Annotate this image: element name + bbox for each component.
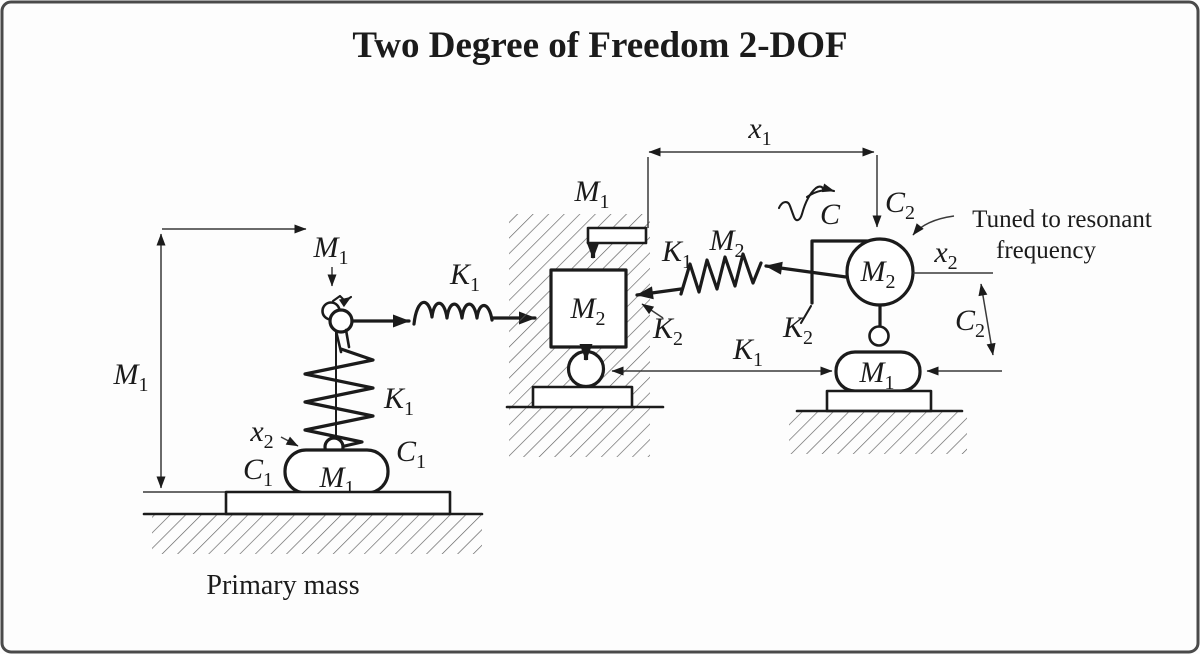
right-assembly: M2 M1 x2 C2 Tuned to resonant frequency [789,206,1152,454]
leader-k2-box [641,303,664,319]
label-m2-circle: M2 [860,255,896,293]
ground-hatch-right [789,412,967,454]
note-leader [912,215,955,236]
label-m1-pill-right: M1 [859,356,895,394]
diagonal-line-box [635,286,683,300]
pivot-link-b [344,328,351,349]
label-x2-right: x2 [933,236,957,274]
diagonal-spring-group: K1 M2 K2 [635,224,874,349]
label-m2-diagonal: M2 [709,224,745,262]
label-m1-top: M1 [313,231,349,269]
leader-k2-bracket [799,304,813,325]
label-c2-right: C2 [955,304,985,342]
c2-dim-line [978,283,996,356]
note-line2: frequency [996,237,1096,264]
diagonal-line-circle [764,261,848,279]
label-k1-horizontal: K1 [449,258,480,296]
base-plate-left [224,490,452,516]
mass-m2-box [549,268,628,349]
label-x1: x1 [747,112,771,150]
horizontal-spring-k1 [412,300,494,326]
label-m1-height-dim: M1 [113,358,149,396]
x1-dimension: x1 C2 [648,112,915,228]
label-c-vector: C [820,198,841,231]
label-m1-pill-left: M1 [319,461,355,499]
label-k2-bracket: K2 [782,311,813,349]
left-assembly: M1 M1 K1 K1 x2 C1 C1 M1 Primary mass [113,224,537,601]
middle-assembly: M2 M1 K2 K1 [505,157,833,457]
label-k1-link: K1 [732,333,763,371]
base-plate-middle [531,385,634,409]
vector-arrow-icon [805,183,836,199]
diagram-title: Two Degree of Freedom 2-DOF [352,25,847,66]
c-vector-glyph: C [777,183,841,231]
label-k2-box: K2 [652,312,683,350]
label-c2-top: C2 [885,186,915,224]
rotation-arrow-icon [331,294,353,308]
support-bar [586,226,648,245]
ground-hatch-left [152,515,482,554]
label-m1-wall: M1 [574,175,610,213]
label-k1-diagonal: K1 [661,235,692,273]
label-c1-left: C1 [243,453,273,491]
caption-primary-mass: Primary mass [206,570,359,601]
connector-circle [868,325,890,347]
pivot-circle [328,308,354,334]
leader-x2-left [280,436,299,447]
label-m2-box: M2 [570,292,606,330]
note-line1: Tuned to resonant [972,206,1152,233]
script-radical-stroke [777,185,825,222]
diagonal-spring-k2 [679,252,763,296]
label-x2-left: x2 [249,415,273,453]
base-plate-right [825,389,933,413]
label-k1-vertical: K1 [383,382,414,420]
bracket [810,239,874,305]
vertical-spring-k1 [303,347,375,450]
label-c1-right: C1 [396,435,426,473]
